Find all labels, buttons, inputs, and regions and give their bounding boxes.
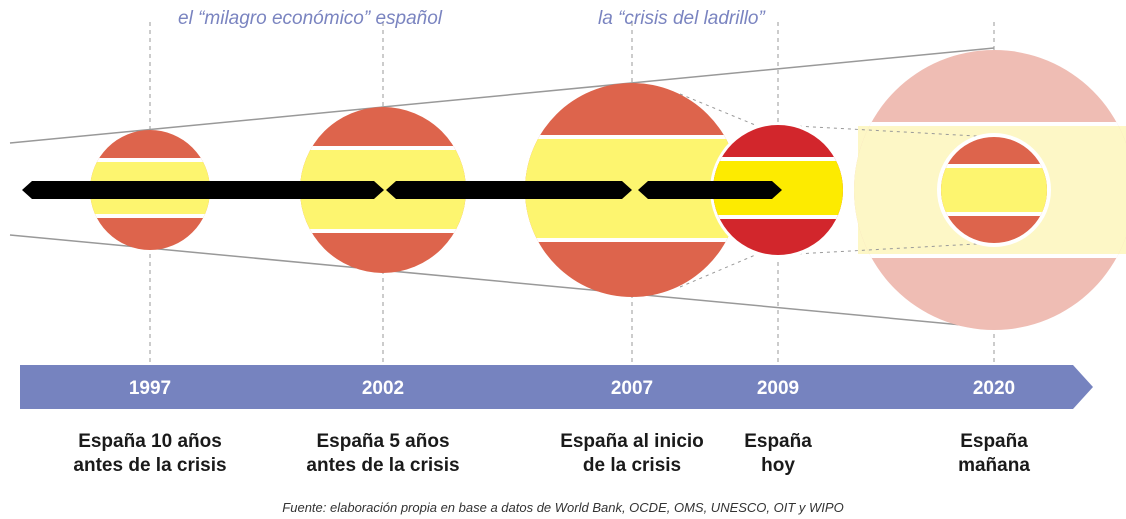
stage-label-2020-line1: España [960,431,1028,452]
connector-2009-2020-bottom [777,242,995,256]
stage-label-2009: España hoy [718,430,838,478]
funnel-top-line [9,47,995,144]
stage-label-2009-line1: España [744,431,812,452]
flag-circle-2020 [937,133,1051,247]
arrow-2002-2007 [386,181,632,199]
funnel-bottom-line [9,234,995,329]
stage-label-2002-line1: España 5 años [316,431,450,452]
connector-2007-2009-bottom [679,252,761,288]
year-2007: 2007 [611,378,653,399]
year-1997: 1997 [129,378,171,399]
stage-label-1997-line1: España 10 años [78,431,222,452]
year-2009: 2009 [757,378,799,399]
period-crisis-label: la “crisis del ladrillo” [598,8,765,29]
stage-label-1997: España 10 años antes de la crisis [50,430,250,478]
timeline-bar [20,365,1093,409]
year-2002: 2002 [362,378,404,399]
stage-label-2002: España 5 años antes de la crisis [283,430,483,478]
stage-label-2020: España mañana [934,430,1054,478]
stage-label-2002-line2: antes de la crisis [306,455,460,476]
connector-2009-2020-top [777,124,995,138]
stage-label-2009-line2: hoy [761,455,795,476]
arrow-1997-2002 [22,181,384,199]
stage-label-2020-line2: mañana [958,455,1030,476]
stage-label-2007-line1: España al inicio [560,431,704,452]
year-2020: 2020 [973,378,1015,399]
connector-2007-2009-top [679,93,761,128]
arrow-2007-2009 [638,181,782,199]
source-note: Fuente: elaboración propia en base a dat… [282,500,844,515]
stage-label-2007: España al inicio de la crisis [542,430,722,478]
period-boom-label: el “milagro económico” español [178,8,443,29]
stage-label-2007-line2: de la crisis [582,455,682,476]
stage-label-1997-line2: antes de la crisis [73,455,227,476]
